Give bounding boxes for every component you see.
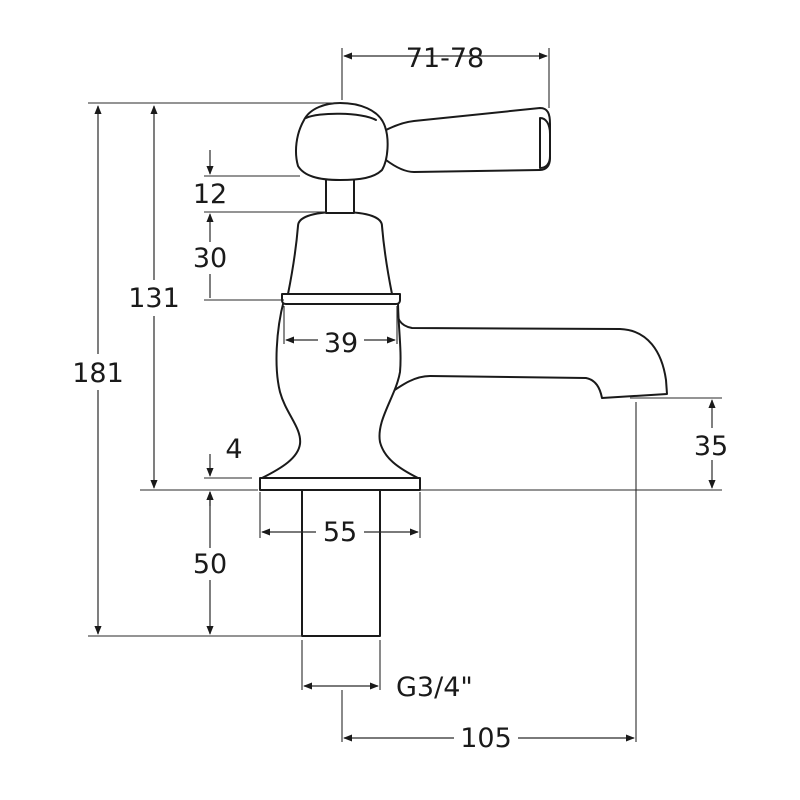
dimension-spout-projection: 105 <box>343 722 635 754</box>
tap-lever-arm <box>385 107 551 173</box>
dim-label-lever-reach: 71-78 <box>406 43 484 74</box>
dimension-spindle-gap: 12 <box>193 150 227 236</box>
dimension-shank-length: 50 <box>186 491 234 635</box>
dimension-total-height: 181 <box>62 105 134 635</box>
dimension-base-diameter: 55 <box>261 517 419 548</box>
dimension-flange-thickness: 4 <box>206 434 243 506</box>
tap-spindle <box>325 174 355 214</box>
dim-label-spout-projection: 105 <box>460 723 512 754</box>
dim-label-total-height: 181 <box>72 358 124 389</box>
dim-label-thread-size: G3/4" <box>396 672 473 703</box>
tap-outline <box>259 102 668 637</box>
dimension-lever-reach: 71-78 <box>343 43 548 74</box>
tap-spout <box>379 304 668 401</box>
extension-lines <box>88 48 722 742</box>
tap-shank <box>301 488 381 637</box>
dimension-headwork-height: 30 <box>188 236 234 298</box>
dimension-spout-outlet-height: 35 <box>688 399 736 489</box>
dimension-height-above-deck: 131 <box>118 105 190 489</box>
tap-lever-cap <box>539 117 551 169</box>
dimension-thread-size: G3/4" <box>303 672 473 703</box>
dimension-body-width: 39 <box>285 328 396 359</box>
tap-collar <box>281 293 401 305</box>
dim-label-height-above-deck: 131 <box>128 283 180 314</box>
dim-label-shank-length: 50 <box>193 549 227 580</box>
tap-body <box>261 299 419 479</box>
dim-label-headwork-height: 30 <box>193 243 227 274</box>
dim-label-flange-thickness: 4 <box>225 434 242 465</box>
tap-headwork <box>287 211 393 295</box>
tap-lever-hub-ring <box>305 112 377 121</box>
dim-label-spindle-gap: 12 <box>193 179 227 210</box>
dim-label-spout-outlet-height: 35 <box>694 431 728 462</box>
dim-label-body-width: 39 <box>324 328 358 359</box>
dim-label-base-diameter: 55 <box>323 517 357 548</box>
tap-base-flange <box>259 477 421 491</box>
